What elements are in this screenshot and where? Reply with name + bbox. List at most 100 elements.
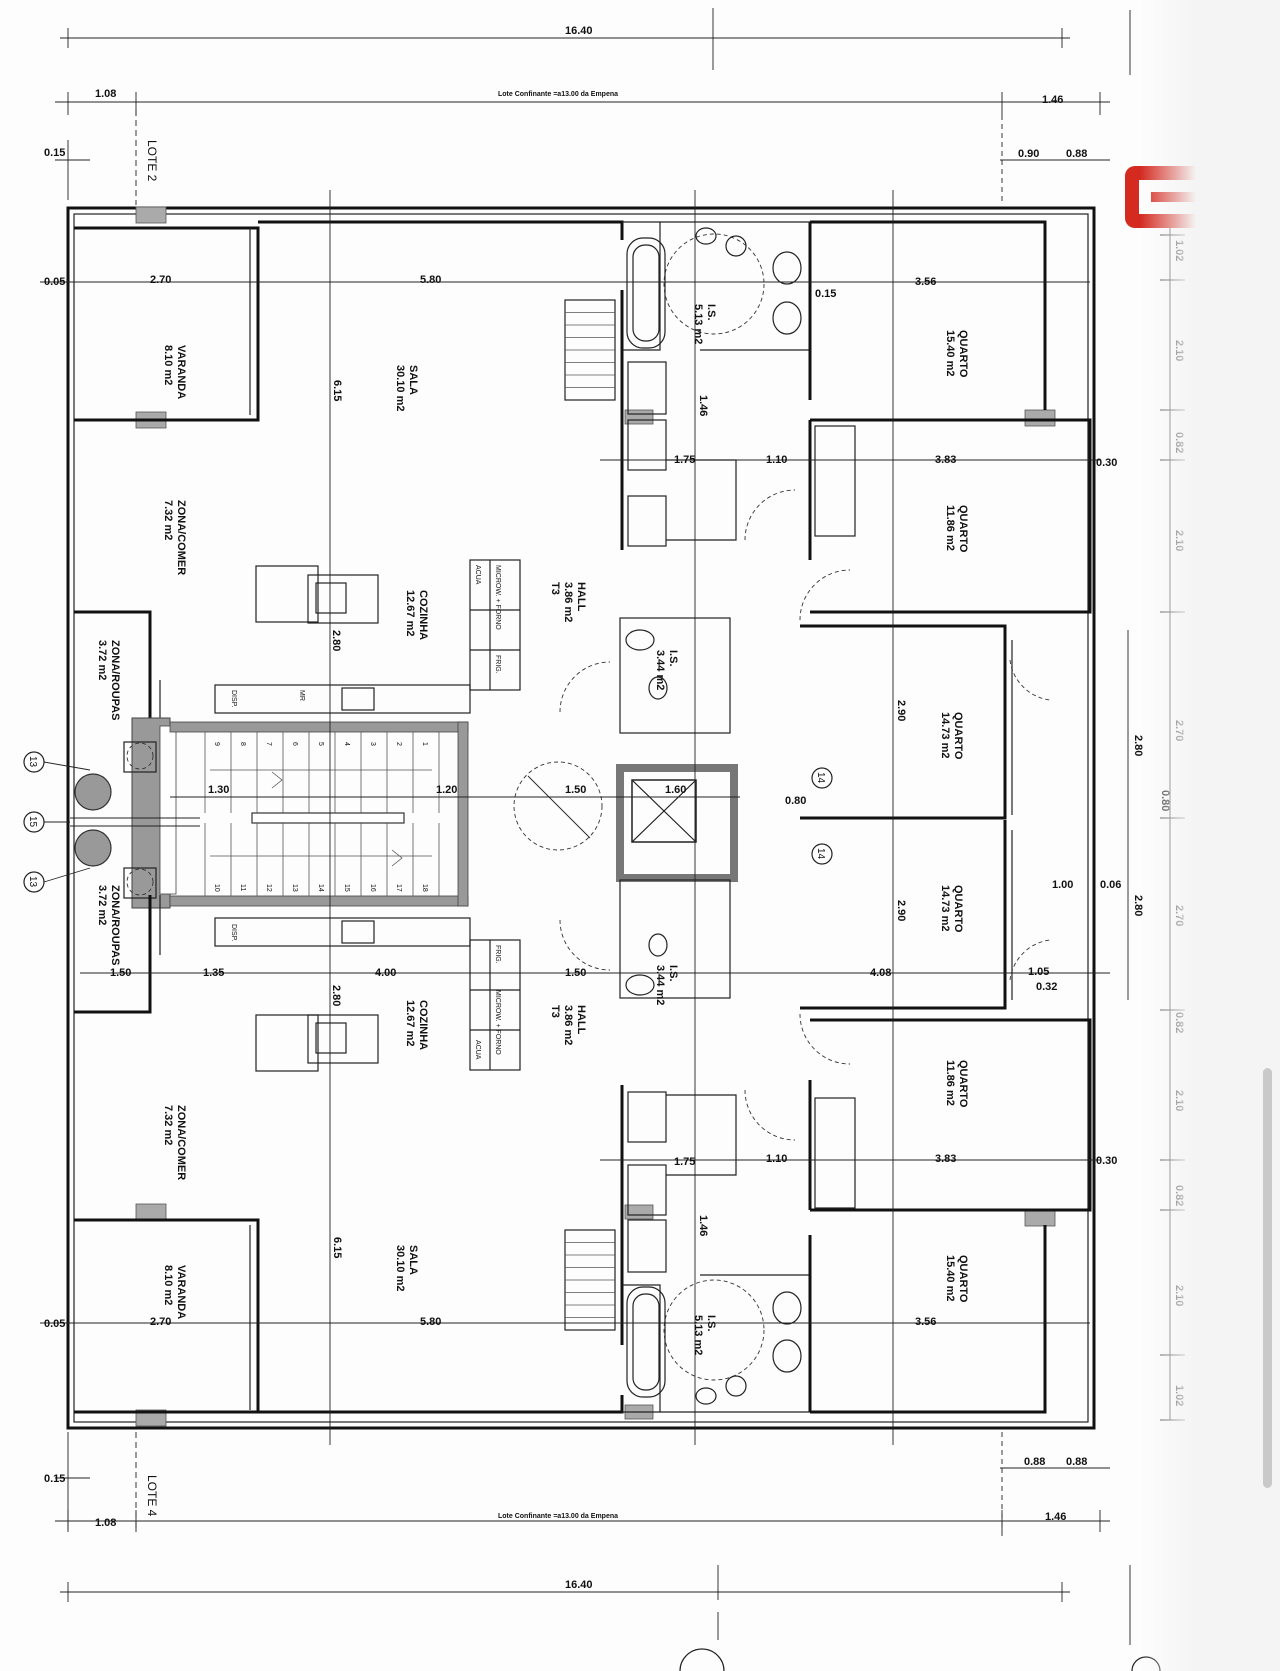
svg-text:4.08: 4.08 xyxy=(870,967,891,979)
svg-text:COZINHA: COZINHA xyxy=(417,1000,429,1050)
svg-text:ZONA/ROUPAS: ZONA/ROUPAS xyxy=(109,640,121,720)
svg-text:I.S.: I.S. xyxy=(667,965,679,982)
svg-text:5.13 m2: 5.13 m2 xyxy=(692,304,704,344)
svg-text:0.06: 0.06 xyxy=(1100,879,1121,891)
room-zona-comer-bot: ZONA/COMER 7.32 m2 xyxy=(162,1105,187,1180)
svg-text:5.13: 5.13 xyxy=(1231,305,1243,326)
svg-text:14: 14 xyxy=(815,772,826,784)
svg-text:1.50: 1.50 xyxy=(565,784,586,796)
svg-text:3.44 m2: 3.44 m2 xyxy=(654,965,666,1005)
room-zona-roupas-top: ZONA/ROUPAS 3.72 m2 xyxy=(96,640,121,720)
svg-text:0.80: 0.80 xyxy=(785,795,806,807)
vertical-scrollbar[interactable] xyxy=(1263,1068,1272,1488)
stair-step-number: 3 xyxy=(369,742,376,746)
stair-step-number: 13 xyxy=(291,884,298,892)
overall-width-top: 16.40 xyxy=(565,25,593,37)
room-hall-top: HALL 3.86 m2 T3 xyxy=(549,582,587,622)
svg-text:2.10: 2.10 xyxy=(1173,1090,1185,1111)
stair-step-number: 5 xyxy=(317,742,324,746)
room-quarto-3: QUARTO 14.73 m2 xyxy=(939,712,964,760)
svg-text:VARANDA: VARANDA xyxy=(175,1265,187,1319)
svg-text:5.80: 5.80 xyxy=(420,274,441,286)
svg-text:QUARTO: QUARTO xyxy=(952,885,964,933)
svg-text:3.83: 3.83 xyxy=(935,1153,956,1165)
svg-text:0.30: 0.30 xyxy=(1096,1155,1117,1167)
svg-text:QUARTO: QUARTO xyxy=(957,330,969,378)
right-small-b-bottom: 0.88 xyxy=(1066,1456,1087,1468)
room-zona-comer-top: ZONA/COMER 7.32 m2 xyxy=(162,500,187,575)
svg-text:T3: T3 xyxy=(549,582,561,595)
svg-text:I.S.: I.S. xyxy=(667,650,679,667)
svg-text:MR: MR xyxy=(298,690,305,701)
svg-text:0.82: 0.82 xyxy=(1173,432,1185,453)
svg-text:2.70: 2.70 xyxy=(1173,720,1185,741)
left-offset-bottom: 1.08 xyxy=(95,1517,116,1529)
stair-step-number: 12 xyxy=(265,884,272,892)
svg-text:0.80: 0.80 xyxy=(1159,790,1171,811)
c-logo-icon[interactable] xyxy=(1125,166,1215,228)
svg-text:5.13: 5.13 xyxy=(1231,1315,1243,1336)
svg-text:0.30: 0.30 xyxy=(1096,457,1117,469)
room-quarto-4: QUARTO 14.73 m2 xyxy=(939,885,964,933)
svg-text:1.30: 1.30 xyxy=(208,784,229,796)
svg-text:12.74: 12.74 xyxy=(1231,805,1243,833)
stair-step-number: 6 xyxy=(291,742,298,746)
svg-text:1.50: 1.50 xyxy=(565,967,586,979)
room-cozinha-top: COZINHA 12.67 m2 xyxy=(404,590,429,640)
svg-text:FRIG.: FRIG. xyxy=(494,655,501,674)
svg-text:13: 13 xyxy=(27,756,38,768)
svg-text:MICROW. + FORNO: MICROW. + FORNO xyxy=(494,990,501,1055)
marker-14-bottom xyxy=(811,843,833,865)
svg-text:0.82: 0.82 xyxy=(1173,1185,1185,1206)
svg-text:2.80: 2.80 xyxy=(1132,735,1144,756)
stair-step-number: 4 xyxy=(343,742,350,746)
fixtures xyxy=(559,227,1051,1405)
svg-text:3.72 m2: 3.72 m2 xyxy=(96,885,108,925)
svg-text:DISP.: DISP. xyxy=(230,924,237,941)
right-dimension-chain: 1.02 2.10 0.82 2.10 2.70 2.70 0.82 2.10 … xyxy=(1173,240,1243,1406)
svg-text:ACUA: ACUA xyxy=(474,565,481,585)
stair-step-number: 9 xyxy=(213,742,220,746)
svg-text:14: 14 xyxy=(815,848,826,860)
stair-step-number: 18 xyxy=(421,884,428,892)
svg-text:1.20: 1.20 xyxy=(436,784,457,796)
svg-text:15.40 m2: 15.40 m2 xyxy=(944,330,956,376)
svg-text:1.46: 1.46 xyxy=(697,395,709,416)
svg-text:0.32: 0.32 xyxy=(1036,981,1057,993)
svg-text:3.56: 3.56 xyxy=(915,276,936,288)
right-small-a-bottom: 0.88 xyxy=(1024,1456,1045,1468)
svg-text:0.15: 0.15 xyxy=(815,288,836,300)
stair-step-number: 7 xyxy=(265,742,272,746)
svg-text:2.80: 2.80 xyxy=(330,630,342,651)
svg-text:2.90: 2.90 xyxy=(895,700,907,721)
svg-text:0.82: 0.82 xyxy=(1173,1012,1185,1033)
left-offset-top: 1.08 xyxy=(95,88,116,100)
kitchen-appliance-labels: ACUA MICROW. + FORNO FRIG. DISP. MR ACUA… xyxy=(230,565,501,1060)
right-offset-top: 1.46 xyxy=(1042,94,1063,106)
stair-step-number: 10 xyxy=(213,884,220,892)
svg-text:QUARTO: QUARTO xyxy=(957,1060,969,1108)
svg-text:1.75: 1.75 xyxy=(674,1156,695,1168)
stair-step-number: 11 xyxy=(239,884,246,891)
offset-015-top: 0.15 xyxy=(44,147,65,159)
svg-text:2.80: 2.80 xyxy=(330,985,342,1006)
overall-width-bottom: 16.40 xyxy=(565,1579,593,1591)
svg-text:15.40 m2: 15.40 m2 xyxy=(944,1255,956,1301)
svg-text:6.15: 6.15 xyxy=(331,1237,343,1258)
svg-text:3.56: 3.56 xyxy=(915,1316,936,1328)
svg-text:ACUA: ACUA xyxy=(474,1040,481,1060)
svg-text:3.44 m2: 3.44 m2 xyxy=(654,650,666,690)
svg-text:8.10 m2: 8.10 m2 xyxy=(162,1265,174,1305)
lot-label-top: LOTE 2 xyxy=(145,140,159,182)
svg-text:1.60: 1.60 xyxy=(665,784,686,796)
room-is-bot-bath: I.S. 5.13 m2 xyxy=(692,1315,717,1355)
stair-step-number: 16 xyxy=(369,884,376,892)
svg-text:11.86 m2: 11.86 m2 xyxy=(944,505,956,551)
room-is-top-bath: I.S. 5.13 m2 xyxy=(692,304,717,344)
dimension-labels: 0.05 2.70 5.80 3.56 2.70 0.05 2.70 5.80 … xyxy=(44,274,1171,1330)
svg-text:14.73 m2: 14.73 m2 xyxy=(939,885,951,931)
svg-text:1.00: 1.00 xyxy=(1052,879,1073,891)
svg-text:3.72 m2: 3.72 m2 xyxy=(96,640,108,680)
